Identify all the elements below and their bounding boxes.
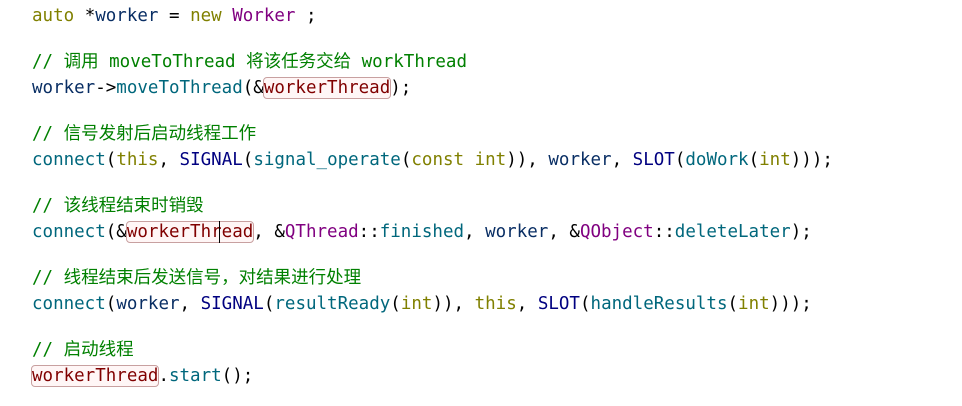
- code-token: ();: [221, 366, 254, 386]
- code-token: [222, 6, 233, 26]
- code-comment: // 线程结束后发送信号，对结果进行处理: [32, 268, 362, 288]
- code-token: , &: [253, 222, 285, 242]
- code-token: [464, 150, 475, 170]
- code-token: (: [242, 150, 254, 170]
- code-token: finished: [379, 222, 465, 242]
- code-token: Worker: [232, 6, 296, 26]
- code-token: QThread: [284, 222, 359, 242]
- code-token: ->: [95, 78, 117, 98]
- code-token: )));: [769, 294, 812, 314]
- code-token: start: [168, 366, 222, 386]
- code-token: )));: [790, 150, 833, 170]
- code-comment: // 信号发射后启动线程工作: [32, 124, 257, 144]
- code-token: )),: [432, 294, 475, 314]
- code-token: , &: [548, 222, 580, 242]
- code-token: connect: [32, 150, 106, 170]
- code-token: ,: [179, 294, 201, 314]
- code-line-9[interactable]: connect(worker, SIGNAL(resultReady(int))…: [32, 292, 812, 316]
- code-token: handleResults: [590, 294, 728, 314]
- highlighted-symbol: workerThread: [262, 77, 392, 99]
- code-token: );: [390, 78, 412, 98]
- code-token: worker: [116, 294, 180, 314]
- code-token: (: [727, 294, 739, 314]
- code-token: (: [400, 150, 412, 170]
- highlighted-symbol: workerThread: [30, 365, 160, 387]
- code-token: connect: [32, 222, 106, 242]
- code-comment: // 启动线程: [32, 340, 134, 360]
- code-token: (: [105, 150, 117, 170]
- code-token: auto: [32, 6, 75, 26]
- code-token: ,: [158, 150, 180, 170]
- code-token: (: [105, 294, 117, 314]
- code-token: worker: [548, 150, 612, 170]
- code-token: ,: [464, 222, 486, 242]
- code-comment: // 调用 moveToThread 将该任务交给 workThread: [32, 52, 468, 72]
- code-token: this: [474, 294, 517, 314]
- code-token: ,: [611, 150, 633, 170]
- code-line-6[interactable]: // 该线程结束时销毁: [32, 194, 204, 218]
- code-token: moveToThread: [116, 78, 243, 98]
- code-line-3[interactable]: worker->moveToThread(&workerThread);: [32, 76, 411, 100]
- code-token: resultReady: [274, 294, 391, 314]
- code-line-10[interactable]: // 启动线程: [32, 338, 134, 362]
- code-token: deleteLater: [674, 222, 791, 242]
- code-token: const: [411, 150, 465, 170]
- code-line-11[interactable]: workerThread.start();: [30, 364, 254, 388]
- code-token: signal_operate: [253, 150, 401, 170]
- code-token: connect: [32, 294, 106, 314]
- highlighted-symbol: workerThread: [125, 221, 255, 243]
- code-token: int: [400, 294, 433, 314]
- code-token: SIGNAL: [200, 294, 264, 314]
- code-token: ::: [358, 222, 380, 242]
- code-token: int: [474, 150, 507, 170]
- code-token: .: [158, 366, 169, 386]
- code-token: (: [263, 294, 275, 314]
- code-token: );: [790, 222, 812, 242]
- code-token: (: [390, 294, 401, 314]
- text-cursor: [219, 221, 220, 243]
- code-token: this: [116, 150, 159, 170]
- code-token: (: [674, 150, 686, 170]
- code-token: (&: [242, 78, 264, 98]
- code-token: new: [190, 6, 222, 26]
- code-token: ::: [653, 222, 675, 242]
- code-token: *: [74, 6, 96, 26]
- code-line-1[interactable]: auto *worker = new Worker ;: [32, 4, 317, 28]
- code-token: worker: [95, 6, 159, 26]
- code-token: SLOT: [537, 294, 580, 314]
- code-token: int: [738, 294, 770, 314]
- code-token: (: [748, 150, 760, 170]
- code-line-5[interactable]: connect(this, SIGNAL(signal_operate(cons…: [32, 148, 833, 172]
- code-line-7[interactable]: connect(&workerThread, &QThread::finishe…: [32, 220, 812, 244]
- code-token: ,: [516, 294, 538, 314]
- code-comment: // 该线程结束时销毁: [32, 196, 204, 216]
- code-line-2[interactable]: // 调用 moveToThread 将该任务交给 workThread: [32, 50, 467, 74]
- code-line-4[interactable]: // 信号发射后启动线程工作: [32, 122, 256, 146]
- code-token: int: [759, 150, 791, 170]
- code-token: doWork: [685, 150, 749, 170]
- code-token: SIGNAL: [179, 150, 243, 170]
- code-token: =: [158, 6, 191, 26]
- code-token: SLOT: [632, 150, 675, 170]
- code-line-8[interactable]: // 线程结束后发送信号，对结果进行处理: [32, 266, 361, 290]
- code-token: QObject: [579, 222, 654, 242]
- code-token: ;: [295, 6, 317, 26]
- code-token: worker: [32, 78, 96, 98]
- code-token: (&: [105, 222, 127, 242]
- code-token: (: [579, 294, 591, 314]
- code-token: worker: [485, 222, 549, 242]
- code-token: )),: [506, 150, 549, 170]
